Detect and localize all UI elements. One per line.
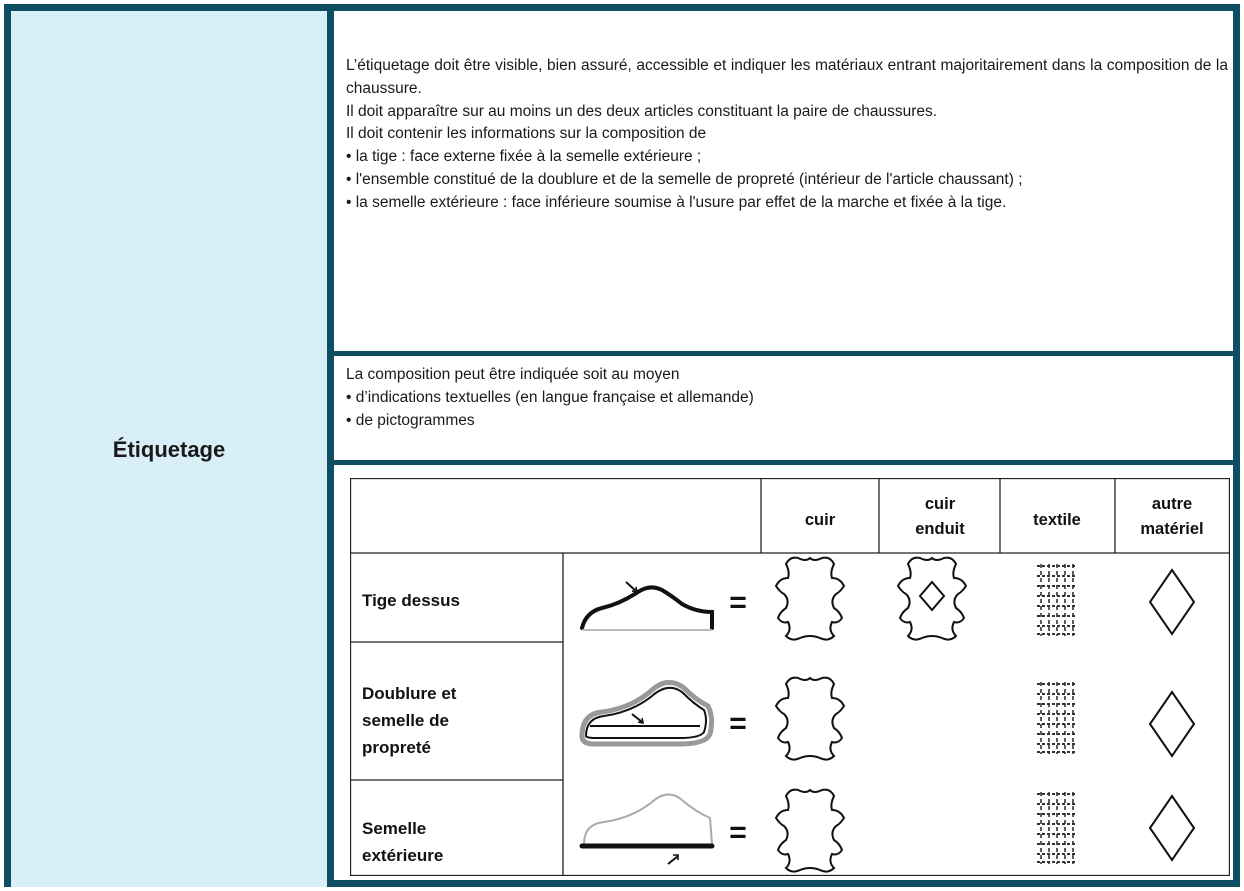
- equals-sign: =: [729, 816, 747, 849]
- row-divider: [334, 460, 1240, 465]
- paragraph: Il doit contenir les informations sur la…: [346, 125, 707, 143]
- equals-sign: =: [729, 707, 747, 740]
- row-semelle-exterieure: =: [579, 788, 1195, 873]
- header-textile: textile: [1033, 511, 1081, 529]
- shoe-lining-icon: [579, 680, 715, 747]
- label-cell: Étiquetage: [11, 11, 327, 887]
- bullet-item: • l'ensemble constitué de la doublure et…: [346, 170, 1023, 188]
- paragraph: La composition peut être indiquée soit a…: [346, 366, 680, 383]
- pictogram-table-svg: cuir cuir enduit textile autre matériel …: [349, 477, 1231, 877]
- leather-icon: [775, 676, 845, 761]
- textile-icon: [1034, 563, 1080, 637]
- textile-icon: [1034, 791, 1080, 865]
- row-label-doublure-line3: propreté: [362, 738, 431, 757]
- coated-leather-icon: [897, 556, 967, 641]
- table-header: cuir cuir enduit textile autre matériel: [805, 495, 1204, 538]
- row-labels: Tige dessus Doublure et semelle de propr…: [362, 591, 460, 865]
- bullet-item: • la tige : face externe fixée à la seme…: [346, 148, 702, 166]
- other-material-icon: [1149, 691, 1195, 757]
- row-label-doublure-line1: Doublure et: [362, 684, 457, 703]
- row-label-semelle-line2: extérieure: [362, 846, 443, 865]
- row-doublure: =: [579, 676, 1195, 761]
- other-material-icon: [1149, 795, 1195, 861]
- table-grid: [349, 477, 1231, 877]
- paragraph: L’étiquetage doit être visible, bien ass…: [346, 57, 1228, 97]
- equals-sign: =: [729, 586, 747, 619]
- column-divider: [327, 11, 334, 887]
- bullet-item: • de pictogrammes: [346, 411, 475, 429]
- shoe-sole-icon: [579, 793, 715, 865]
- row-label-semelle-line1: Semelle: [362, 819, 426, 838]
- content-column: L’étiquetage doit être visible, bien ass…: [334, 11, 1240, 887]
- row-label-tige: Tige dessus: [362, 591, 460, 610]
- labelling-frame: Étiquetage L’étiquetage doit être visibl…: [4, 4, 1240, 887]
- paragraph: Il doit apparaître sur au moins un des d…: [346, 102, 938, 120]
- other-material-icon: [1149, 569, 1195, 635]
- header-cuir: cuir: [805, 511, 836, 529]
- header-cuir-enduit-line1: cuir: [925, 495, 956, 513]
- bullet-item: • d’indications textuelles (en langue fr…: [346, 388, 754, 406]
- pictogram-table: cuir cuir enduit textile autre matériel …: [349, 477, 1231, 877]
- textile-icon: [1034, 681, 1080, 755]
- row-tige-dessus: =: [580, 556, 1195, 641]
- row-divider: [334, 351, 1240, 356]
- row-label-doublure-line2: semelle de: [362, 711, 449, 730]
- bullet-item: • la semelle extérieure : face inférieur…: [346, 193, 1007, 211]
- composition-text: La composition peut être indiquée soit a…: [334, 356, 1240, 460]
- leather-icon: [775, 556, 845, 641]
- header-autre-line2: matériel: [1140, 520, 1203, 538]
- leather-icon: [775, 788, 845, 873]
- section-label: Étiquetage: [112, 437, 226, 462]
- header-autre-line1: autre: [1152, 495, 1192, 513]
- shoe-upper-icon: [580, 581, 714, 631]
- header-cuir-enduit-line2: enduit: [915, 520, 965, 538]
- requirements-text: L’étiquetage doit être visible, bien ass…: [334, 11, 1240, 351]
